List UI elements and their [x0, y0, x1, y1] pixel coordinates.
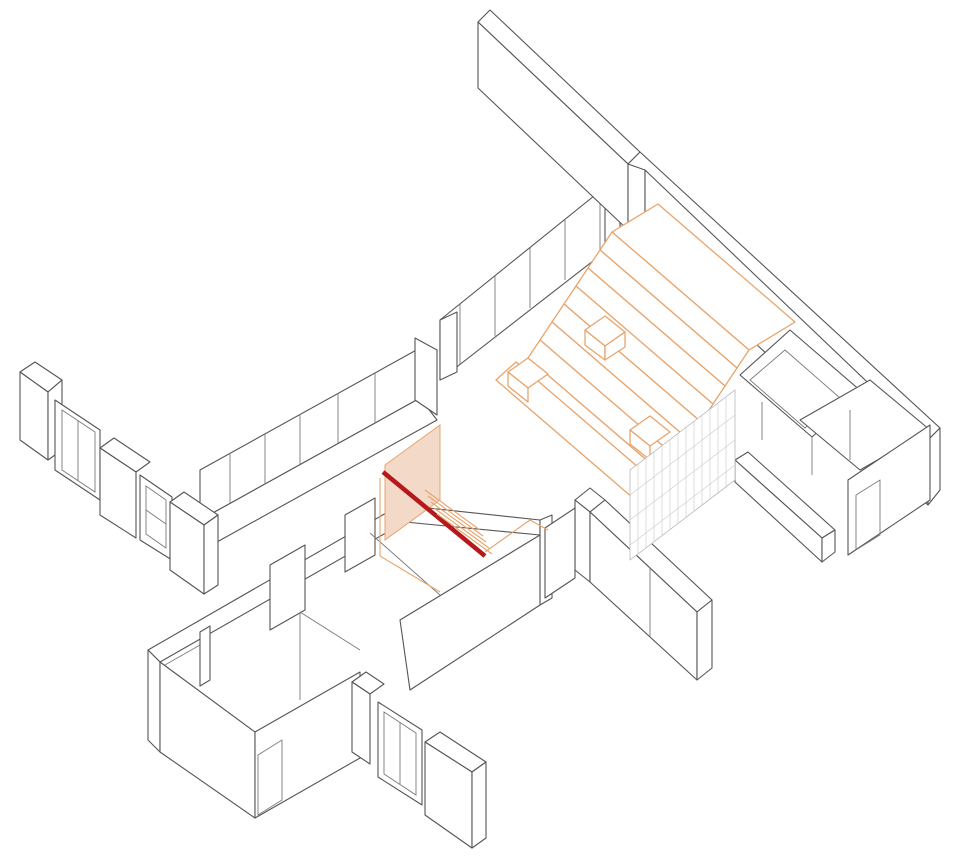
back-wall-north: [199, 337, 438, 543]
stair-treads: [424, 489, 493, 555]
south-room-block: [147, 497, 553, 819]
west-wall-with-windows: [19, 361, 219, 595]
mesh-screen: [629, 389, 736, 561]
stair-hall: [379, 424, 549, 593]
slatted-platform: [495, 203, 796, 499]
service-rooms-east: [734, 329, 931, 563]
entrance-pier: [351, 671, 487, 849]
accent-wall-panel: [384, 424, 441, 541]
central-partitions: [544, 487, 713, 681]
red-accent-beam: [381, 470, 487, 558]
